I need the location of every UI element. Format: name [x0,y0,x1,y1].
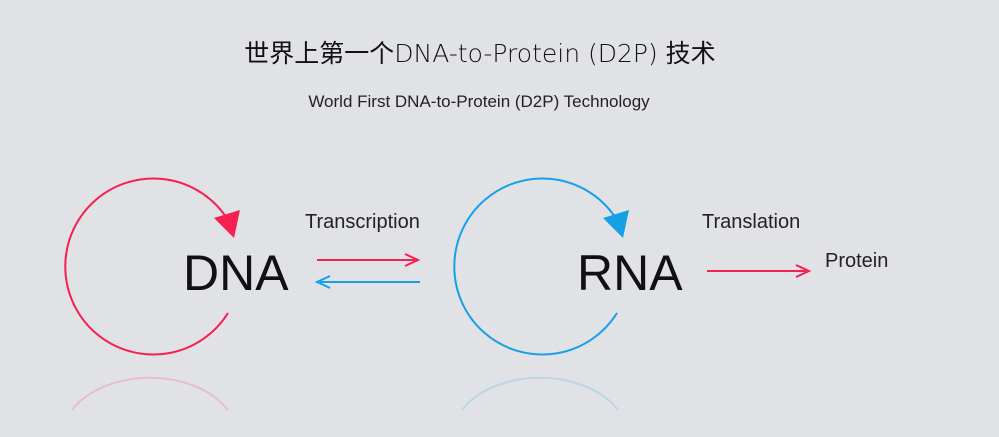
translation-arrow [707,264,812,278]
transcription-forward-arrow [317,253,421,267]
page-subtitle: World First DNA-to-Protein (D2P) Technol… [308,92,650,111]
rna-label: RNA [577,245,683,301]
rna-cycle-arrow [453,177,629,356]
dna-label: DNA [183,245,289,301]
translation-label: Translation [702,211,801,233]
dna-cycle-arrow [64,177,240,356]
rna-cycle-reflection [461,376,619,411]
page-title: 世界上第一个DNA-to-Protein (D2P) 技术 [244,39,716,68]
dna-cycle-reflection [71,376,229,411]
transcription-label: Transcription [305,211,420,233]
protein-label: Protein [825,250,889,272]
reverse-transcription-arrow [314,275,420,289]
